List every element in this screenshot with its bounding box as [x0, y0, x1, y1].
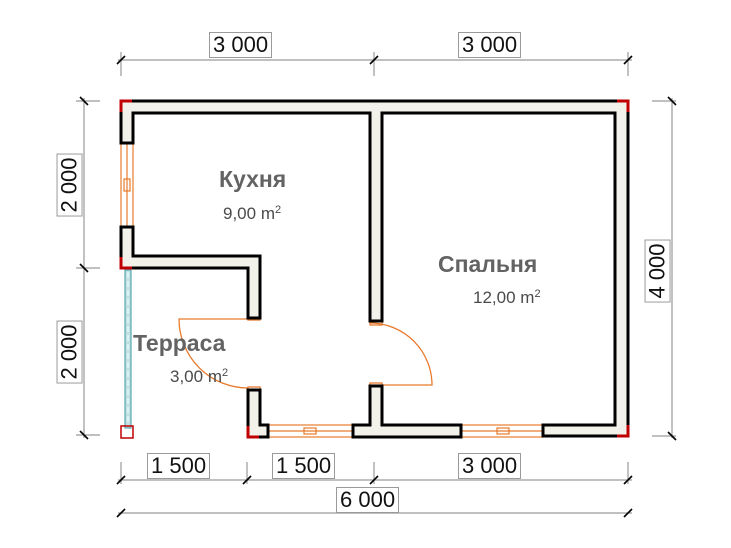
dim-bottom-total: 6 000 — [336, 487, 400, 513]
dim-bottom-terrace: 1 500 — [147, 453, 211, 479]
dim-top-left: 3 000 — [209, 32, 273, 58]
dim-right: 4 000 — [644, 239, 671, 303]
kitchen-area-sup: 2 — [275, 204, 282, 216]
terrace-area-unit: m — [207, 367, 222, 386]
dim-left-upper: 2 000 — [56, 153, 83, 217]
dim-bottom-bedroom: 3 000 — [458, 453, 522, 479]
bedroom-area-unit: m — [520, 288, 535, 307]
terrace-railing — [120, 269, 134, 439]
terrace-area-value: 3,00 — [170, 367, 204, 386]
kitchen-area-value: 9,00 — [223, 204, 257, 223]
room-terrace-area: 3,00 m2 — [170, 367, 228, 387]
dimension-ticks — [79, 55, 677, 518]
room-terrace-name: Терраса — [133, 330, 226, 356]
walls — [119, 99, 630, 439]
corner-markers — [119, 99, 630, 439]
dim-left-lower: 2 000 — [56, 320, 83, 384]
kitchen-area-unit: m — [260, 204, 275, 223]
room-bedroom-name: Спальня — [438, 251, 538, 277]
dim-top-right: 3 000 — [458, 32, 522, 58]
terrace-area-sup: 2 — [222, 367, 229, 379]
room-bedroom-area: 12,00 m2 — [473, 288, 541, 308]
room-kitchen-name: Кухня — [219, 166, 287, 192]
bedroom-area-sup: 2 — [534, 288, 541, 300]
room-kitchen-area: 9,00 m2 — [223, 204, 281, 224]
bedroom-area-value: 12,00 — [473, 288, 516, 307]
dim-bottom-hall: 1 500 — [272, 453, 336, 479]
